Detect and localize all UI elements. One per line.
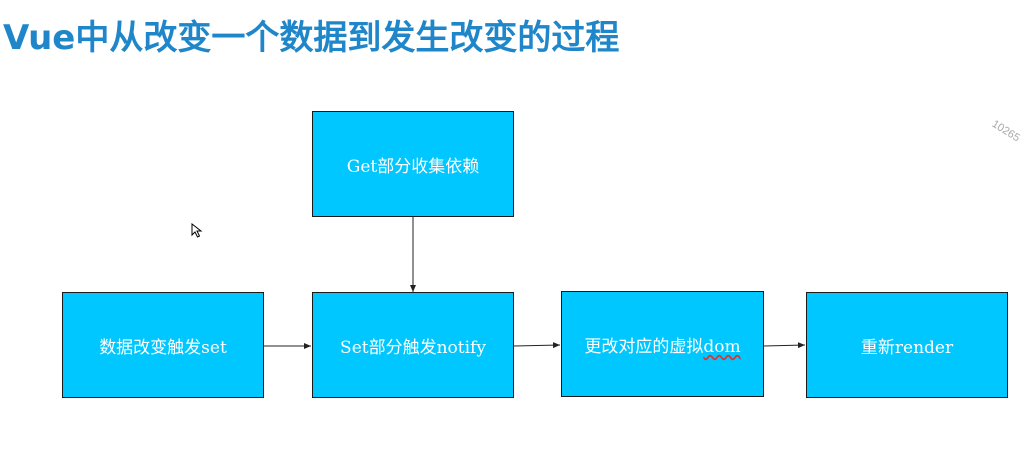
- node-update-vdom-label: 更改对应的虚拟dom: [584, 332, 740, 357]
- node-set-notify: Set部分触发notify: [312, 292, 514, 398]
- node-set-notify-label: Set部分触发notify: [340, 337, 486, 358]
- edge-vdom-to-render: [763, 342, 806, 349]
- node-rerender-label: 重新render: [860, 337, 954, 358]
- node-update-vdom-suffix: dom: [703, 336, 741, 357]
- node-update-vdom-prefix: 更改对应的虚拟: [584, 336, 704, 357]
- node-data-change-label: 数据改变触发set: [99, 337, 227, 358]
- node-get-collect-deps: Get部分收集依赖: [312, 111, 514, 217]
- arrow-cursor-icon: [191, 223, 203, 238]
- edge-set-to-vdom: [513, 342, 561, 349]
- node-update-vdom: 更改对应的虚拟dom: [561, 291, 764, 397]
- node-data-change: 数据改变触发set: [62, 292, 264, 398]
- node-get-collect-deps-label: Get部分收集依赖: [346, 156, 480, 177]
- slide-title: Vue中从改变一个数据到发生改变的过程: [3, 18, 620, 58]
- node-rerender: 重新render: [806, 292, 1008, 398]
